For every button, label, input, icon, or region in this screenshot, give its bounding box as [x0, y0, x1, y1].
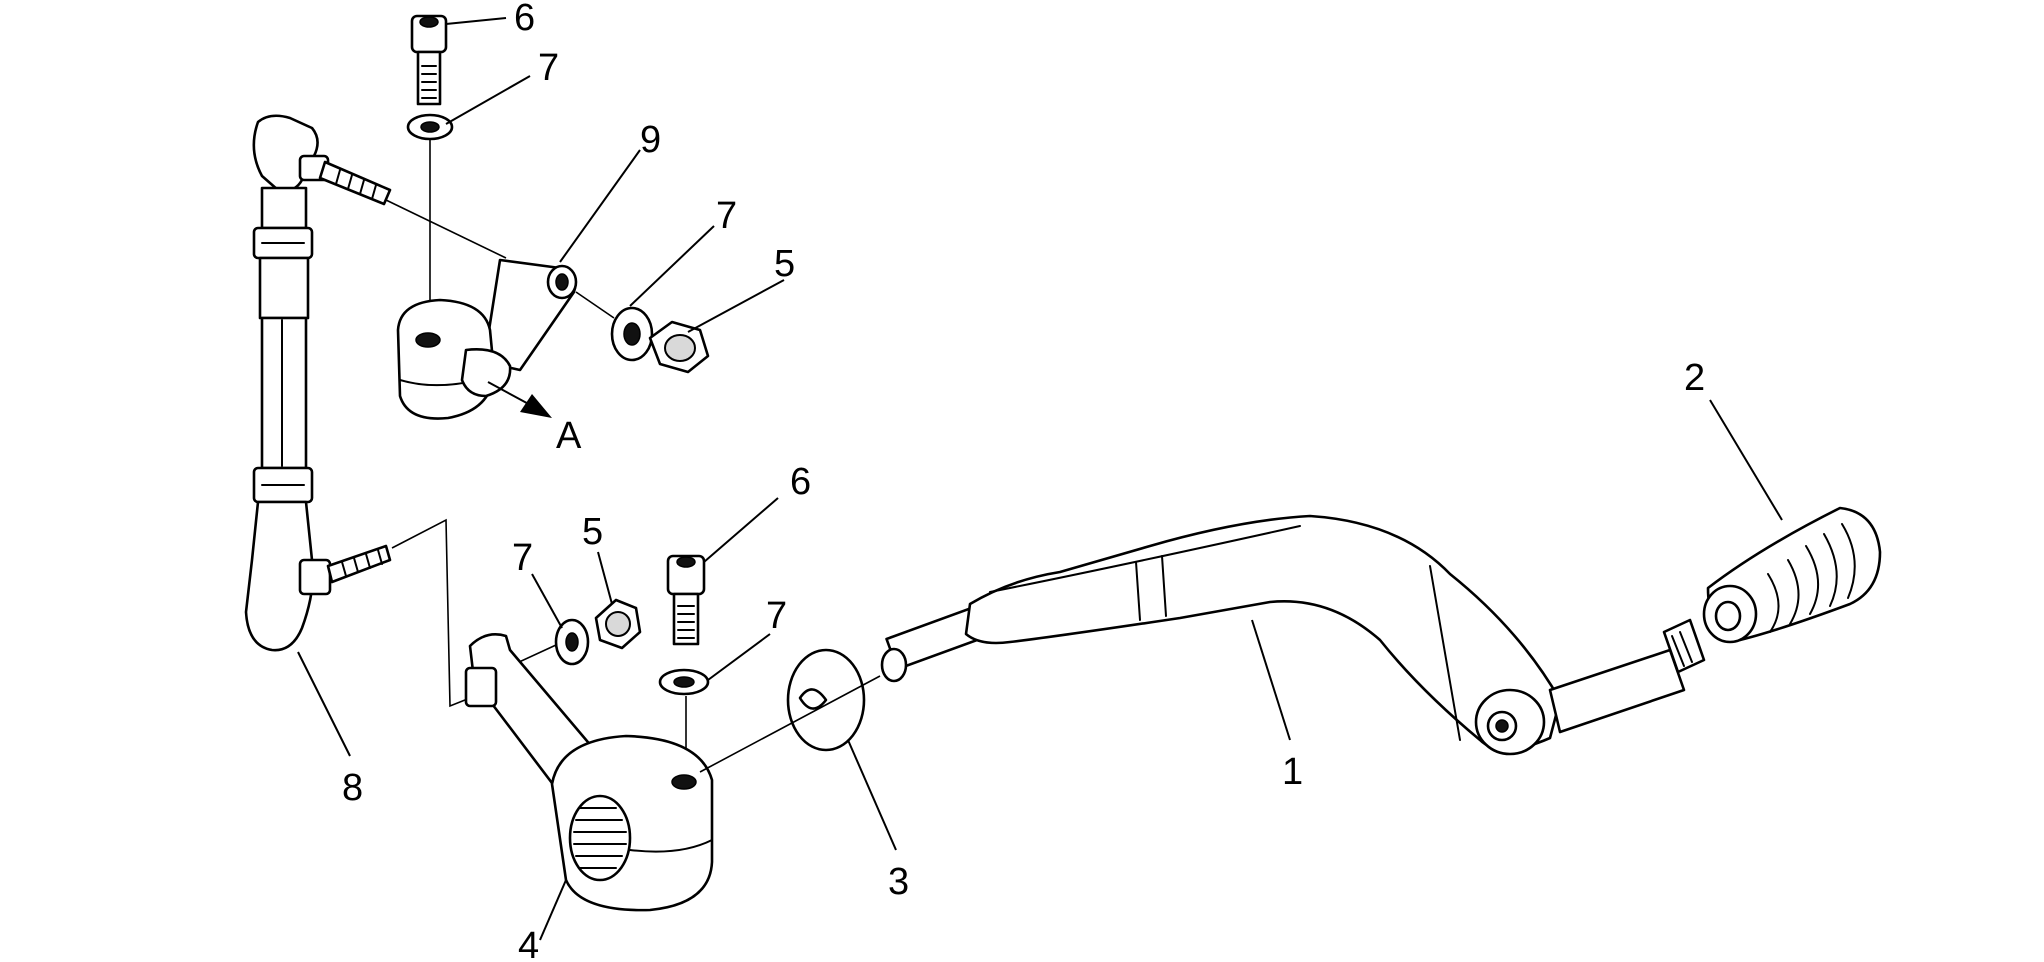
- lower-stud-axis: [391, 518, 471, 708]
- upper-washer-7: [406, 113, 454, 141]
- upper-right-washer-7: [610, 306, 654, 362]
- upper-nut-5: [648, 320, 710, 374]
- callout-7-upper-right: 7: [716, 195, 737, 237]
- part-2-pedal-rubber: [1702, 506, 1882, 644]
- callout-5-upper: 5: [774, 243, 795, 285]
- part-3-spring-washer: [786, 648, 866, 752]
- part-9-upper-lever: [396, 258, 578, 420]
- callout-6-lower: 6: [790, 461, 811, 503]
- direction-arrow-a: A: [487, 381, 582, 457]
- pedal-shaft-axis: [699, 675, 881, 773]
- callout-3: 3: [888, 861, 909, 903]
- callout-2: 2: [1684, 357, 1705, 399]
- callout-7-lower-right: 7: [766, 595, 787, 637]
- lower-bolt-6: [666, 554, 706, 646]
- callout-9: 9: [640, 119, 661, 161]
- lower-washer-7-left: [554, 618, 590, 666]
- callout-1: 1: [1282, 751, 1303, 793]
- callout-7-lower-left: 7: [512, 537, 533, 579]
- lower-washer-7-right: [658, 668, 710, 696]
- direction-label: A: [556, 415, 582, 457]
- upper-stud-axis: [385, 199, 507, 259]
- upper-bolt-6: [410, 14, 448, 106]
- part-1-gear-pedal: [880, 514, 1706, 756]
- upper-lever-pin-axis: [575, 291, 615, 319]
- lower-nut-5: [594, 598, 642, 650]
- part-4-lower-lever: [464, 633, 714, 912]
- callout-7-upper: 7: [538, 47, 559, 89]
- callout-4: 4: [518, 925, 539, 962]
- callout-5-lower: 5: [582, 511, 603, 553]
- callout-6-upper: 6: [514, 0, 535, 39]
- leader-lines: [297, 17, 1783, 941]
- part-8-linkage-rod: [244, 114, 392, 652]
- callout-8: 8: [342, 767, 363, 809]
